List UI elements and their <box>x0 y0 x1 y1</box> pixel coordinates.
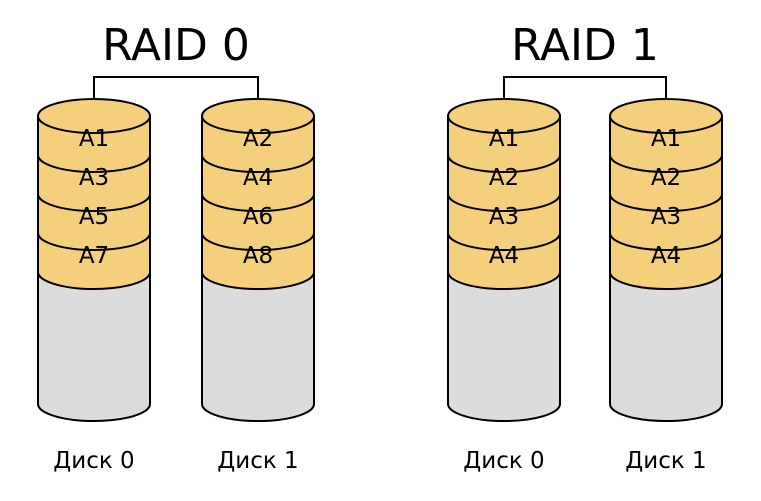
disk-label: Диск 0 <box>463 448 544 474</box>
block-label: A5 <box>79 204 109 230</box>
disk-top-cap <box>201 98 315 134</box>
disk-empty-space <box>447 271 561 422</box>
disk-label: Диск 1 <box>217 448 298 474</box>
disk-empty-space <box>201 271 315 422</box>
block-label: A2 <box>651 165 681 191</box>
disk-empty-space <box>609 271 723 422</box>
block-label: A3 <box>489 204 519 230</box>
disk-empty-space <box>37 271 151 422</box>
block-label: A1 <box>79 126 109 152</box>
disk-top-cap <box>609 98 723 134</box>
block-label: A8 <box>243 243 273 269</box>
block-label: A2 <box>489 165 519 191</box>
block-label: A3 <box>79 165 109 191</box>
raid-title: RAID 0 <box>102 20 250 71</box>
block-label: A3 <box>651 204 681 230</box>
block-label: A6 <box>243 204 273 230</box>
block-label: A1 <box>489 126 519 152</box>
block-label: A4 <box>651 243 681 269</box>
block-label: A1 <box>651 126 681 152</box>
disk-label: Диск 0 <box>53 448 134 474</box>
disk-label: Диск 1 <box>625 448 706 474</box>
raid-title: RAID 1 <box>511 20 659 71</box>
disk-top-cap <box>37 98 151 134</box>
block-label: A7 <box>79 243 109 269</box>
connector-line <box>93 76 259 116</box>
disk-top-cap <box>447 98 561 134</box>
block-label: A4 <box>489 243 519 269</box>
block-label: A4 <box>243 165 273 191</box>
connector-line <box>503 76 667 116</box>
block-label: A2 <box>243 126 273 152</box>
